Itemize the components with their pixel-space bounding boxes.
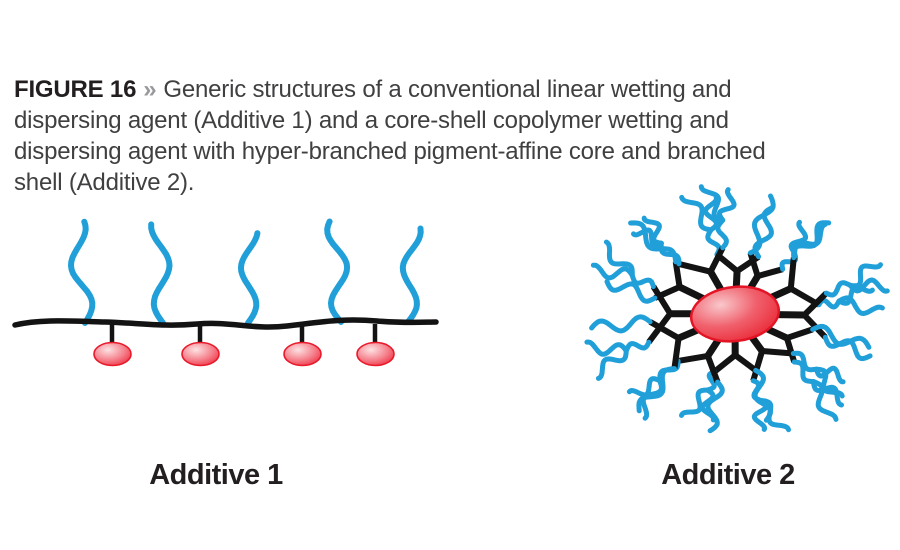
shell-chain — [836, 295, 885, 316]
caption-line-4-text: shell (Additive 2). — [14, 169, 195, 196]
shell-chain — [716, 187, 737, 223]
shell-chain — [589, 314, 653, 334]
shell-chain — [813, 365, 846, 385]
branch-fork — [756, 266, 784, 279]
shell-chain — [847, 262, 883, 289]
branch-fork — [712, 352, 738, 375]
caption-line-1-text: Generic structures of a conventional lin… — [163, 76, 732, 103]
shell-chain — [811, 379, 844, 408]
pigment-affine-group — [181, 341, 220, 367]
shell-chain — [590, 262, 635, 281]
pigment-affine-group — [356, 341, 395, 367]
branch-fork — [650, 284, 673, 316]
double-chevron-icon: » — [143, 76, 157, 103]
branch-fork — [787, 257, 797, 289]
branch-arm — [678, 283, 706, 303]
solvent-chain — [68, 218, 96, 326]
shell-chain — [813, 366, 845, 399]
branch-fork — [648, 319, 681, 341]
shell-chain — [595, 348, 629, 381]
pigment-affine-core — [689, 285, 781, 343]
shell-chain — [715, 217, 729, 251]
shell-chain — [705, 379, 725, 434]
shell-chain — [698, 184, 726, 223]
shell-chain — [703, 194, 719, 233]
figure-caption: FIGURE 16»Generic structures of a conven… — [14, 74, 888, 198]
shell-chain — [752, 367, 773, 423]
additive2-label: Additive 2 — [661, 459, 795, 491]
shell-chain — [636, 366, 677, 414]
shell-chain — [788, 219, 809, 256]
shell-chain — [810, 323, 872, 350]
pigment-affine-group — [93, 341, 132, 367]
branch-fork — [750, 350, 765, 382]
shell-chain — [629, 272, 656, 289]
shell-chain — [705, 227, 722, 257]
shell-chain — [623, 339, 652, 354]
additive2-diagram — [584, 184, 890, 434]
branch-fork — [733, 352, 758, 373]
shell-chain — [705, 369, 717, 393]
shell-chain — [679, 387, 710, 418]
polymer-backbone — [12, 317, 439, 330]
branch-fork — [707, 246, 726, 274]
shell-chain — [747, 193, 776, 256]
shell-chain — [626, 376, 663, 398]
shell-chain — [658, 240, 682, 267]
caption-line-3-text: dispersing agent with hyper-branched pig… — [14, 138, 766, 165]
branch-fork — [646, 311, 673, 345]
branch-arm — [764, 325, 789, 342]
solvent-chain — [148, 221, 173, 326]
shell-chain — [790, 350, 819, 373]
solvent-chain — [238, 230, 261, 326]
branch-fork — [704, 354, 721, 384]
pigment-affine-group — [283, 341, 322, 367]
shell-chain — [791, 359, 816, 385]
additive1-label: Additive 1 — [149, 459, 283, 491]
caption-line: FIGURE 16»Generic structures of a conven… — [14, 74, 888, 105]
branch-fork — [677, 352, 709, 364]
branch-fork — [802, 290, 829, 318]
solvent-chain — [399, 225, 424, 325]
branch-fork — [671, 337, 682, 370]
shell-chain — [603, 239, 635, 278]
shell-chain — [584, 339, 629, 357]
solvent-chain — [324, 218, 351, 325]
shell-chain — [791, 220, 832, 261]
shell-chain — [679, 194, 714, 233]
branch-fork — [784, 337, 798, 363]
branch-fork — [653, 284, 681, 301]
shell-chain — [604, 279, 658, 304]
figure-number: FIGURE 16 — [14, 76, 137, 103]
shell-chain — [641, 215, 664, 246]
branch-fork — [785, 326, 814, 341]
shell-chain — [628, 220, 679, 265]
branch-fork — [672, 261, 683, 288]
caption-line-2-text: dispersing agent (Additive 1) and a core… — [14, 107, 729, 134]
shell-chain — [823, 280, 853, 298]
branch-fork — [747, 251, 761, 278]
additive1-diagram — [12, 218, 439, 367]
shell-chain — [847, 277, 890, 294]
branch-fork — [678, 260, 712, 275]
shell-chain — [631, 227, 664, 249]
branch-fork — [761, 348, 794, 357]
